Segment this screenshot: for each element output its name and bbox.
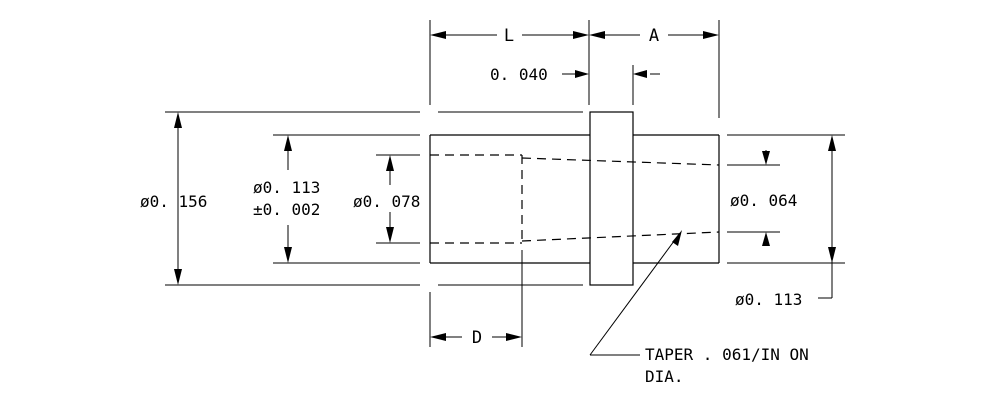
body-diameter-tolerance: ±0. 002 [253,200,320,219]
body-diameter-label: ø0. 113 [253,178,320,197]
hidden-bore-lines [430,154,720,244]
extension-lines [165,20,845,347]
dimension-tip-diameter: ø0. 064 [730,150,797,246]
tip-diameter-label: ø0. 064 [730,191,797,210]
bore-diameter-label: ø0. 078 [353,192,420,211]
part-outline [429,111,720,286]
dimension-l: L [430,26,589,46]
dimension-flange-diameter: ø0. 156 [140,112,207,285]
taper-note: TAPER . 061/IN ON DIA. [645,345,809,386]
taper-note-line2: DIA. [645,367,684,386]
taper-note-leader [589,230,682,356]
taper-note-line1: TAPER . 061/IN ON [645,345,809,364]
dimension-body-diameter: ø0. 113 ±0. 002 [253,135,320,263]
flange-diameter-label: ø0. 156 [140,192,207,211]
dimension-a: A [589,26,719,46]
flange-offset-label: A [649,26,659,46]
dimension-flange-thickness: 0. 040 [490,65,660,84]
bore-depth-label: D [472,328,482,348]
flange-thickness-label: 0. 040 [490,65,548,84]
dimension-bore-diameter: ø0. 078 [353,155,420,243]
dimension-right-body-diameter: ø0. 113 [735,135,836,309]
dimension-bore-depth: D [430,328,522,348]
length-label: L [504,26,514,46]
right-body-diameter-label: ø0. 113 [735,290,802,309]
